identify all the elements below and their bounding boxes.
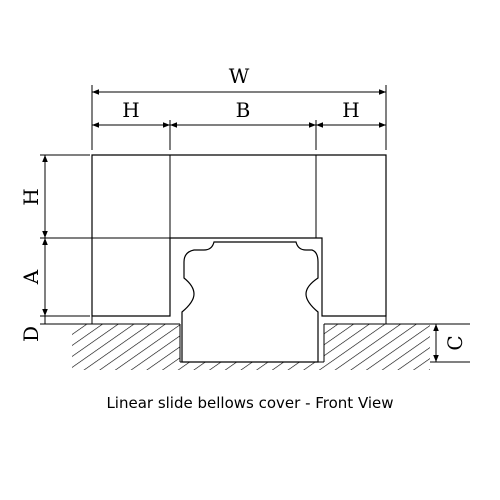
dim-label-d: D (19, 326, 43, 342)
rail-profile (181, 241, 319, 363)
dim-label-w: W (229, 64, 250, 88)
dim-label-b: B (236, 98, 251, 122)
dim-label-a: A (19, 269, 43, 285)
dim-label-h-vertical: H (19, 188, 43, 205)
base-hatching (72, 323, 430, 370)
dim-label-h-left: H (122, 98, 139, 122)
dim-label-h-right: H (342, 98, 359, 122)
right-dimension (430, 323, 470, 363)
dim-label-c: C (443, 335, 467, 350)
left-dimensions (40, 154, 170, 325)
top-dimensions (91, 85, 387, 150)
bellows-cover-outline (91, 154, 387, 324)
figure-caption: Linear slide bellows cover - Front View (106, 394, 394, 412)
